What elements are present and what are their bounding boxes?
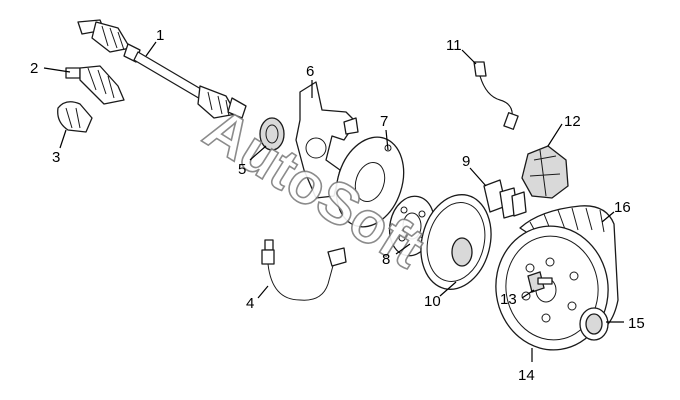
part-5-bearing xyxy=(259,117,285,151)
callout-16: 16 xyxy=(614,199,631,216)
callout-7: 7 xyxy=(380,113,388,130)
callout-1: 1 xyxy=(156,27,164,44)
part-6-knuckle xyxy=(295,81,359,199)
leader-lines xyxy=(43,41,624,362)
part-11-brake-hose xyxy=(473,61,519,130)
part-7-dust-shield xyxy=(335,136,405,228)
part-13-wheel-bolt xyxy=(527,271,553,293)
callout-4: 4 xyxy=(246,295,254,312)
callout-labels: 1 2 3 4 5 6 7 8 9 10 11 12 13 14 15 16 xyxy=(30,27,645,384)
part-3-inner-boot xyxy=(57,101,93,133)
callout-10: 10 xyxy=(424,293,441,310)
part-1-drive-shaft xyxy=(77,19,247,119)
callout-9: 9 xyxy=(462,153,470,170)
part-9-brake-pads xyxy=(483,179,527,219)
part-12-caliper xyxy=(521,145,569,199)
callout-6: 6 xyxy=(306,63,314,80)
part-15-hub-cap xyxy=(579,307,609,341)
callout-3: 3 xyxy=(52,149,60,166)
callout-5: 5 xyxy=(238,161,246,178)
callout-2: 2 xyxy=(30,60,38,77)
callout-8: 8 xyxy=(382,251,390,268)
part-10-brake-disc xyxy=(420,194,492,290)
callout-11: 11 xyxy=(446,37,462,54)
callout-15: 15 xyxy=(628,315,645,332)
callout-13: 13 xyxy=(500,291,517,308)
callout-12: 12 xyxy=(564,113,581,130)
part-4-speed-sensor xyxy=(261,239,347,301)
callout-14: 14 xyxy=(518,367,535,384)
part-2-outer-boot xyxy=(65,65,125,105)
